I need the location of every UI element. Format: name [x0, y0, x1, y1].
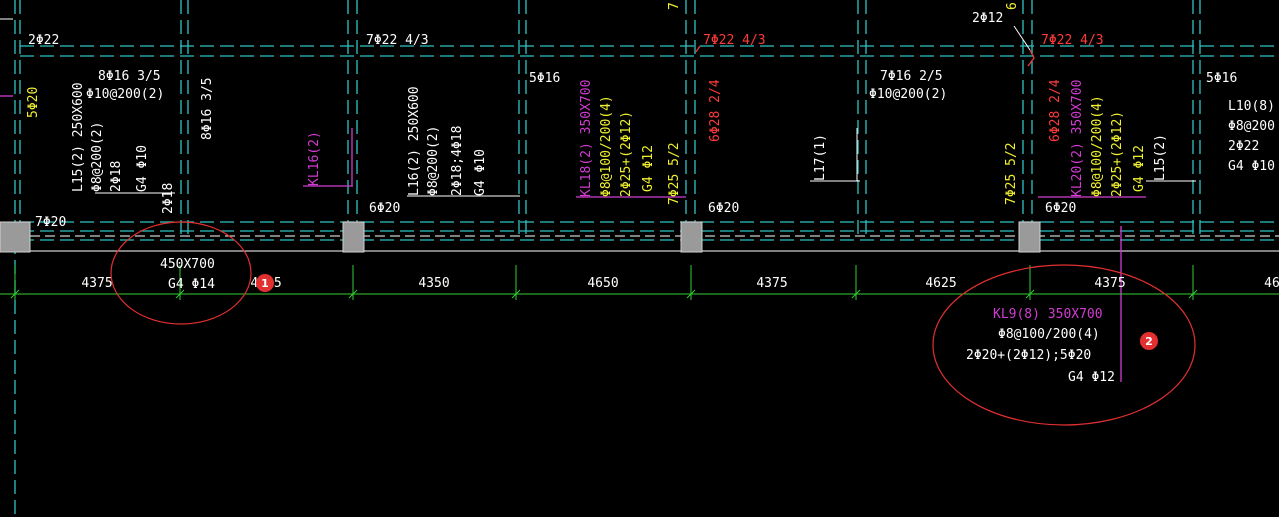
dimension-text: 4375 — [756, 276, 787, 291]
note-text: Φ8@100/200(4) — [998, 327, 1100, 342]
rebar-label-vertical: G4 Φ10 — [135, 145, 150, 192]
red-labels: 7Φ22 4/3 7Φ22 4/3 6Φ28 2/4 6Φ28 2/4 — [703, 33, 1104, 142]
rebar-label-vertical: 2Φ25+(2Φ12) — [619, 111, 634, 197]
dim-slash — [1025, 289, 1035, 299]
dimension-text: 4375 — [1094, 276, 1125, 291]
white-labels: 2Φ22 8Φ16 3/5 Φ10@200(2) 7Φ20 7Φ22 4/3 6… — [28, 11, 1279, 385]
rebar-label-vertical: G4 Φ10 — [473, 149, 488, 196]
note-text: G4 Φ12 — [1068, 370, 1115, 385]
red-leader — [1027, 49, 1035, 67]
column-block — [680, 221, 703, 253]
rebar-label-vertical: 7Φ25 5/2 — [667, 142, 682, 205]
dimension-line — [0, 265, 1279, 300]
rebar-label-vertical: 7Φ25 5/2 — [1004, 142, 1019, 205]
rebar-label: 7Φ22 4/3 — [366, 33, 429, 48]
rebar-label: 6Φ20 — [1045, 201, 1076, 216]
columns — [0, 221, 1041, 253]
annotations: 1 2 — [110, 221, 1196, 426]
red-leader — [695, 45, 701, 53]
dim-slash — [175, 289, 185, 299]
rebar-label-vertical: L15(2) — [1153, 134, 1168, 181]
dimension-text: 4375 — [81, 276, 112, 291]
column-block — [342, 221, 365, 253]
dim-slash — [10, 289, 20, 299]
note-text: 450X700 — [160, 257, 215, 272]
rebar-label-vertical: L15(2) 250X600 — [71, 82, 86, 192]
rebar-label: 7Φ22 4/3 — [1041, 33, 1104, 48]
rebar-label-vertical: 2Φ18;4Φ18 — [450, 126, 465, 196]
beam-label-vertical: KL18(2) 350X700 — [579, 80, 594, 197]
annotation-ellipse — [932, 264, 1196, 426]
dim-slash — [348, 289, 358, 299]
rebar-label: 5Φ16 — [529, 71, 560, 86]
dim-slash — [851, 289, 861, 299]
rebar-label-vertical: 7 — [667, 2, 682, 10]
rebar-label-vertical: 2Φ18 — [109, 161, 124, 192]
rebar-label-vertical: Φ8@100/200(4) — [1090, 95, 1105, 197]
rebar-label-vertical: L17(1) — [813, 134, 828, 181]
rebar-label-vertical: 2Φ18 — [161, 183, 176, 214]
rebar-label: 2Φ22 — [1228, 139, 1259, 154]
dimension-text: 4650 — [587, 276, 618, 291]
rebar-label: 2Φ12 — [972, 11, 1003, 26]
rebar-label-vertical: 6Φ28 2/4 — [708, 79, 723, 142]
rebar-label: 7Φ20 — [35, 215, 66, 230]
beam-label: KL9(8) 350X700 — [993, 307, 1103, 322]
rebar-label: 6Φ20 — [708, 201, 739, 216]
rebar-label: L10(8) 2 — [1228, 99, 1279, 114]
dimension-texts: 4375 4625 4350 4650 4375 4625 4375 46 — [81, 276, 1279, 291]
rebar-label-vertical: G4 Φ12 — [641, 145, 656, 192]
dim-slash — [686, 289, 696, 299]
red-lines — [695, 45, 1035, 67]
rebar-label: 7Φ16 2/5 — [880, 69, 943, 84]
yellow-labels: 5Φ20 Φ8@100/200(4) 2Φ25+(2Φ12) G4 Φ12 7Φ… — [26, 2, 1147, 205]
marker-number: 1 — [261, 277, 269, 290]
dimension-text: 46 — [1264, 276, 1279, 291]
dim-slash — [511, 289, 521, 299]
white-vertical-labels: L15(2) 250X600 Φ8@200(2) 2Φ18 G4 Φ10 8Φ1… — [71, 77, 1168, 214]
marker-badge — [1140, 332, 1158, 350]
note-text: G4 Φ14 — [168, 277, 215, 292]
beam-label-vertical: KL16(2) — [307, 131, 322, 186]
dimension-text: 4350 — [418, 276, 449, 291]
column-block — [0, 221, 31, 253]
dimension-text: 4625 — [925, 276, 956, 291]
marker-badge — [256, 274, 274, 292]
magenta-lines — [0, 95, 1146, 382]
rebar-label: Φ10@200(2) — [869, 87, 947, 102]
rebar-label: 7Φ22 4/3 — [703, 33, 766, 48]
note-text: 2Φ20+(2Φ12);5Φ20 — [966, 348, 1091, 363]
rebar-label: G4 Φ10 — [1228, 159, 1275, 174]
rebar-label-vertical: G4 Φ12 — [1132, 145, 1147, 192]
annotation-ellipse — [110, 221, 252, 325]
rebar-label-vertical: 6Φ28 2/4 — [1048, 79, 1063, 142]
rebar-label-vertical: 8Φ16 3/5 — [200, 77, 215, 140]
rebar-label: 2Φ22 — [28, 33, 59, 48]
beam-edges — [0, 18, 1279, 252]
rebar-label-vertical: Φ8@200(2) — [90, 122, 105, 192]
rebar-label-vertical: 2Φ25+(2Φ12) — [1110, 111, 1125, 197]
column-block — [1018, 221, 1041, 253]
rebar-label-vertical: 6 — [1005, 2, 1020, 10]
marker-number: 2 — [1145, 335, 1153, 348]
dim-slash — [1188, 289, 1198, 299]
rebar-label-vertical: Φ8@200(2) — [426, 126, 441, 196]
rebar-label: 5Φ16 — [1206, 71, 1237, 86]
rebar-label: 6Φ20 — [369, 201, 400, 216]
rebar-label-vertical: Φ8@100/200(4) — [599, 95, 614, 197]
rebar-label: Φ10@200(2) — [86, 87, 164, 102]
leader-line — [1013, 25, 1031, 51]
axis-grid — [14, 0, 1279, 517]
rebar-label-vertical: L16(2) 250X600 — [407, 86, 422, 196]
rebar-label: 8Φ16 3/5 — [98, 69, 161, 84]
magenta-labels: KL16(2) KL18(2) 350X700 KL20(2) 350X700 … — [307, 80, 1103, 322]
rebar-label: Φ8@200 — [1228, 119, 1275, 134]
beam-label-vertical: KL20(2) 350X700 — [1070, 80, 1085, 197]
rebar-label-vertical: 5Φ20 — [26, 87, 41, 118]
